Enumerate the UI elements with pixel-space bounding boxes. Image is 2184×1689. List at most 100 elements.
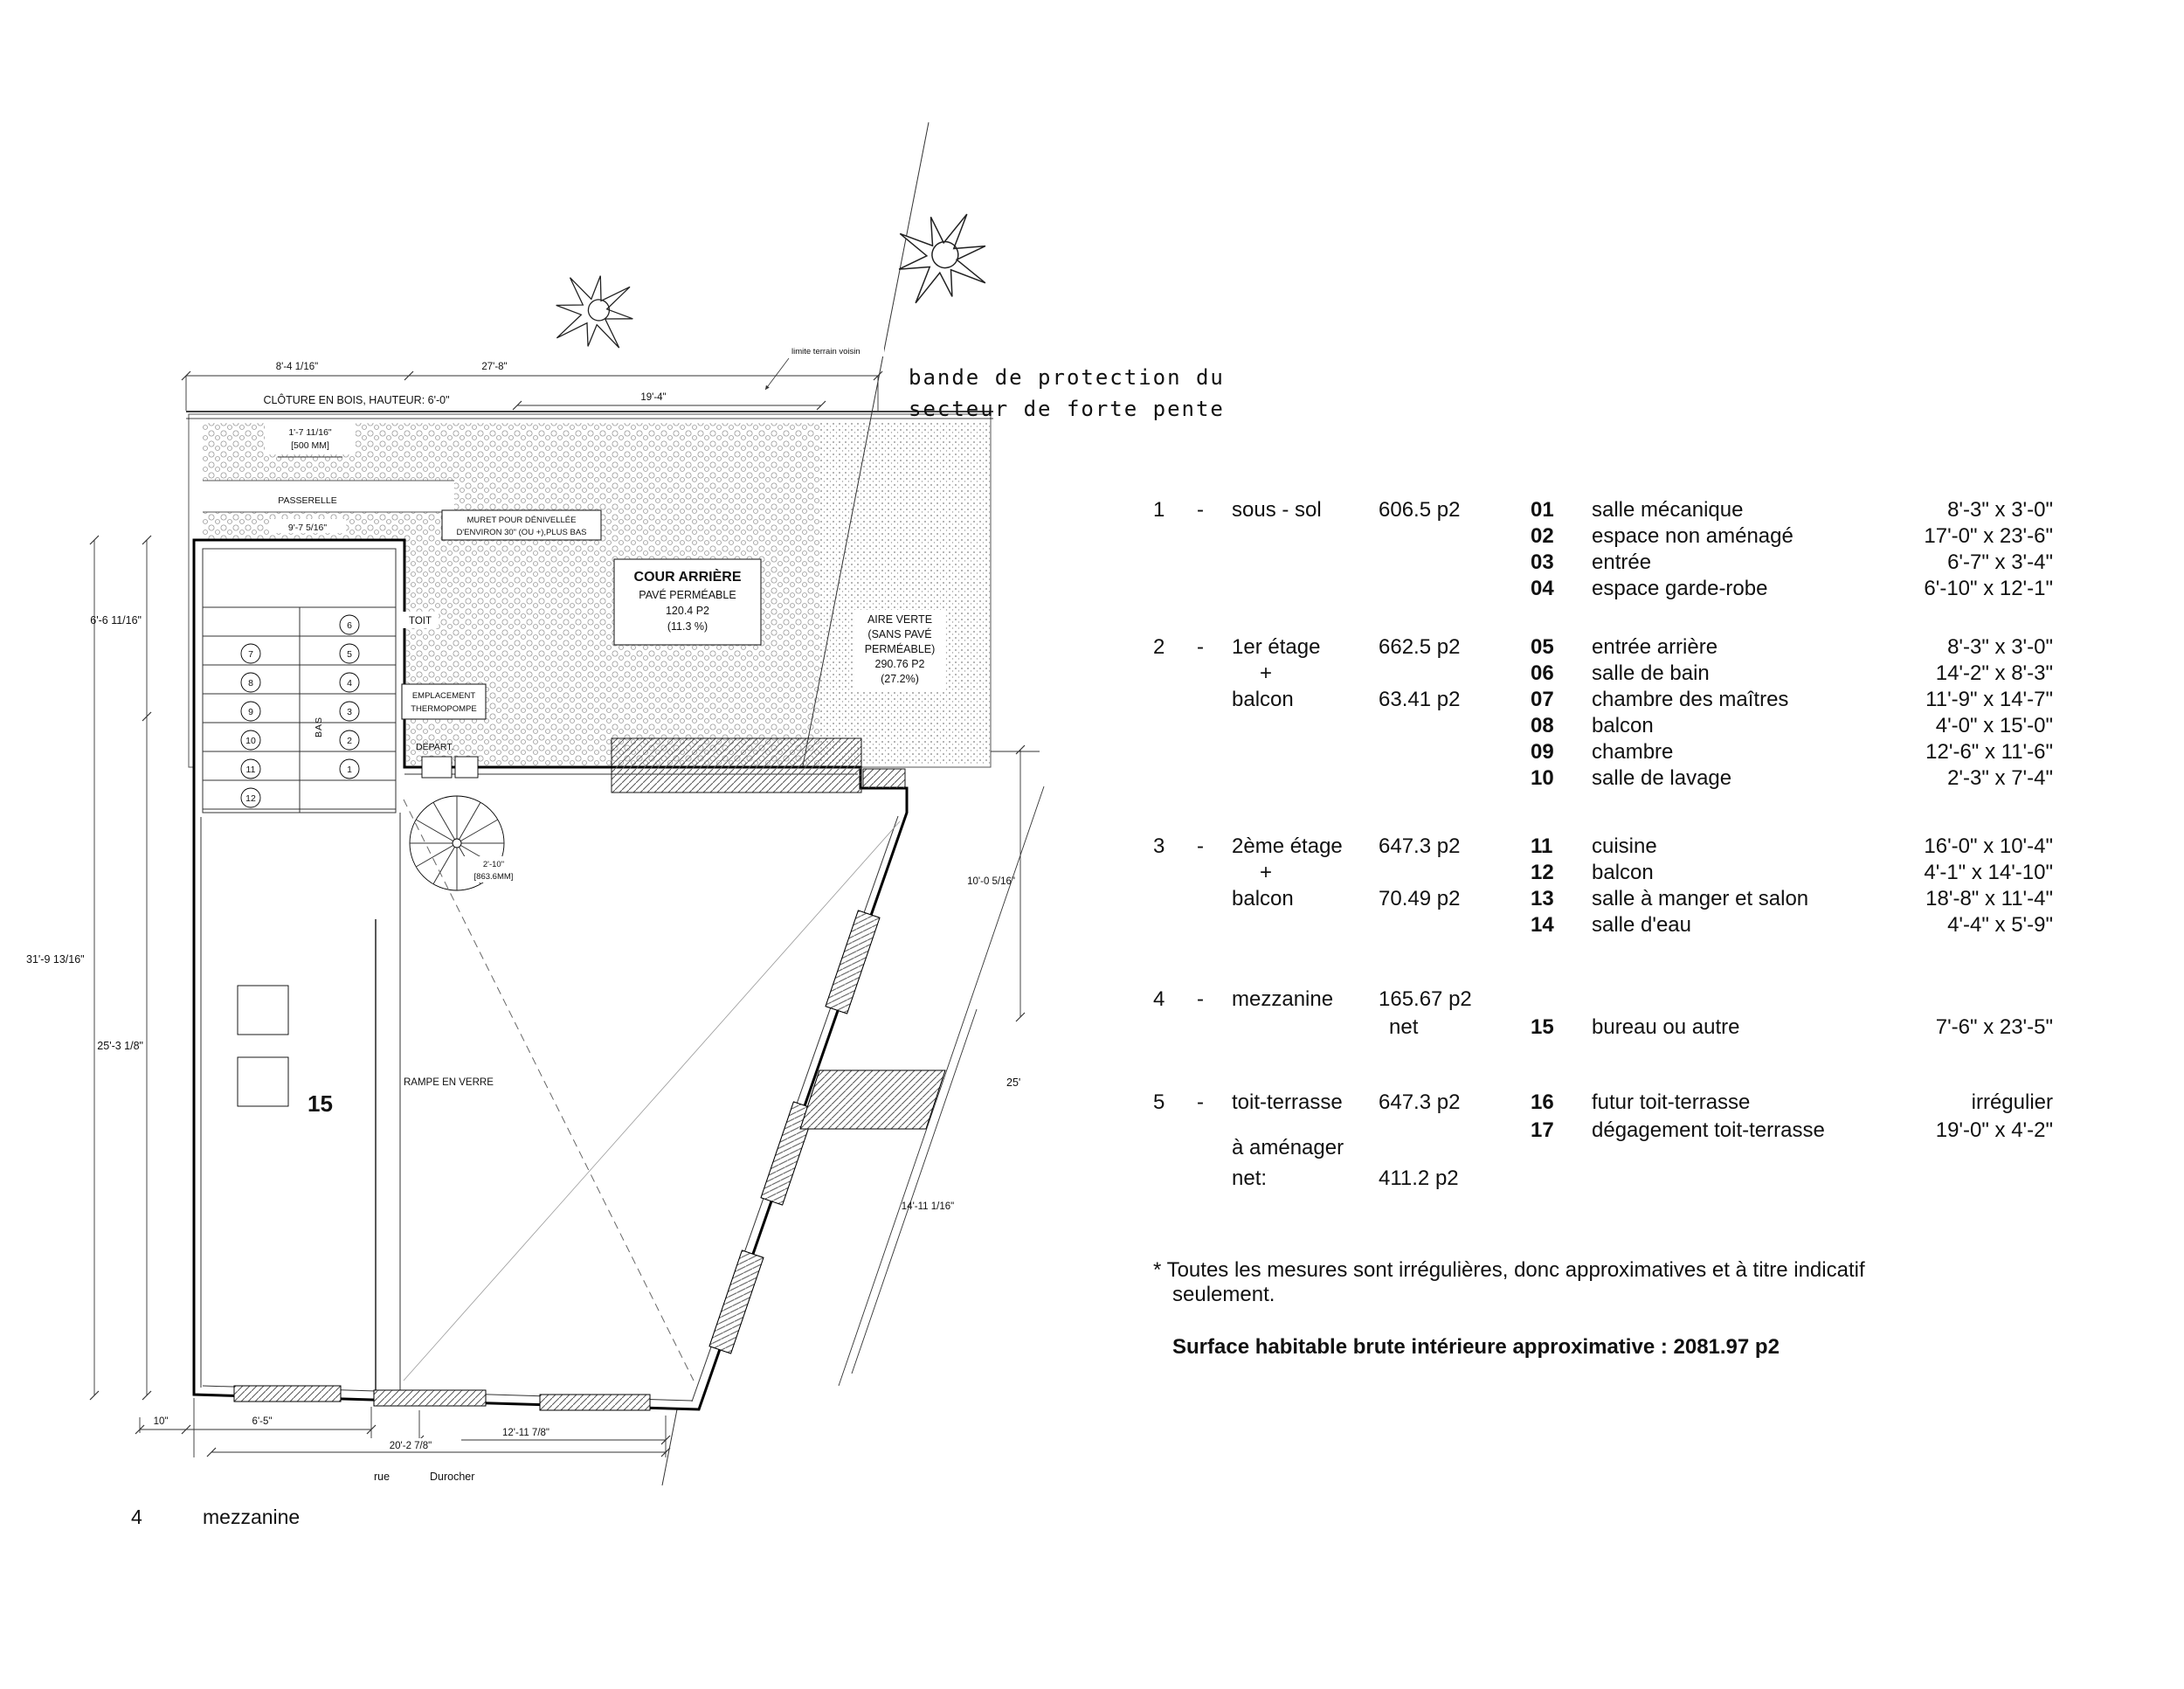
room-number: 05 (1531, 635, 1554, 659)
legend-row: 04 espace garde-robe 6'-10" x 12'-1" (1153, 577, 2079, 603)
stair-num: 12 (245, 793, 256, 804)
heatpump-line1: EMPLACEMENT (412, 691, 476, 701)
room-name: salle de bain (1592, 661, 1710, 685)
backyard-label-box: COUR ARRIÈRE PAVÉ PERMÉABLE 120.4 P2 (11… (613, 558, 762, 646)
floor-number: 1 (1153, 498, 1165, 522)
legend-row: 08 balcon 4'-0" x 15'-0" (1153, 714, 2079, 740)
dim-right-mid: 25' (1006, 1076, 1020, 1089)
dim-500mm-line2: [500 MM] (291, 440, 329, 451)
floor-sub-area: 63.41 p2 (1379, 688, 1461, 711)
room-name: chambre des maîtres (1592, 688, 1789, 711)
dim-500mm-line1: 1'-7 11/16" (288, 427, 332, 438)
room-dim: 18'-8" x 11'-4" (1925, 887, 2053, 910)
room-number: 08 (1531, 714, 1554, 737)
legend-row: balcon 70.49 p2 13 salle à manger et sal… (1153, 887, 2079, 913)
dim-right-lower: 14'-11 1/16" (902, 1201, 954, 1212)
room-number: 03 (1531, 550, 1554, 574)
floor-sub-name: à aménager (1232, 1136, 1344, 1159)
floor-area: 165.67 p2 (1379, 987, 1472, 1011)
room-name: salle d'eau (1592, 913, 1691, 937)
legend-row: 4 - mezzanine 165.67 p2 (1153, 987, 2079, 1014)
dim-right: 10'-0 5/16" 25' 14'-11 1/16" (838, 744, 1045, 1387)
wall-pilaster-2 (454, 756, 479, 779)
legend-row: 10 salle de lavage 2'-3" x 7'-4" (1153, 766, 2079, 793)
legend-row: + 06 salle de bain 14'-2" x 8'-3" (1153, 661, 2079, 688)
stair-num: 9 (248, 707, 253, 717)
stair-num: 4 (347, 678, 352, 689)
floor-name: 2ème étage (1232, 834, 1343, 858)
floor-sub-name: balcon (1232, 688, 1294, 711)
dim-bottom: 10" 6'-5" 12'-11 7/8" 20'-2 7/8" (135, 1398, 671, 1457)
room-name: espace garde-robe (1592, 577, 1768, 600)
dashed-projection-line (403, 799, 695, 1381)
spiral-dim-line1: 2'-10" (483, 860, 504, 869)
green-area-l4: 290.76 P2 (875, 658, 925, 670)
legend-row: 09 chambre 12'-6" x 11'-6" (1153, 740, 2079, 766)
spiral-staircase: 2'-10" [863.6MM] (409, 795, 524, 891)
floor-plan-drawing: PASSERELLE 9'-7 5/16" 1'-7 11/16" [500 M… (26, 121, 1045, 1528)
tree-symbol-1 (556, 275, 633, 349)
caption-number: 4 (131, 1506, 142, 1528)
stair-num: 1 (347, 765, 352, 775)
separator: - (1197, 498, 1204, 522)
room-dim: 6'-10" x 12'-1" (1924, 577, 2053, 600)
room-dim: 7'-6" x 23'-5" (1935, 1015, 2053, 1039)
toit-label-text: TOIT (409, 616, 432, 626)
room-name: salle mécanique (1592, 498, 1744, 522)
wall-step-hatch (862, 768, 906, 789)
legend-row: 14 salle d'eau 4'-4" x 5'-9" (1153, 913, 2079, 939)
limite-label-text: limite terrain voisin (791, 347, 860, 356)
stair-num: 7 (248, 649, 253, 660)
room-name: espace non aménagé (1592, 524, 1794, 548)
legend-row: + 12 balcon 4'-1" x 14'-10" (1153, 861, 2079, 887)
spiral-dim-line2: [863.6MM] (474, 872, 514, 882)
stair-num: 6 (347, 620, 352, 631)
room-name: balcon (1592, 714, 1654, 737)
fence-label: CLÔTURE EN BOIS, HAUTEUR: 6'-0" (246, 391, 467, 407)
room-number: 06 (1531, 661, 1554, 685)
room-number: 04 (1531, 577, 1554, 600)
dim-bottom-1: 10" (154, 1416, 169, 1427)
room-name: dégagement toit-terrasse (1592, 1118, 1825, 1142)
stair-num: 3 (347, 707, 352, 717)
floor-number: 4 (1153, 987, 1165, 1011)
legend-row: 3 - 2ème étage 647.3 p2 11 cuisine 16'-0… (1153, 834, 2079, 861)
slope-protection-note: bande de protection du secteur de forte … (909, 362, 1225, 425)
dim-top-mid: 27'-8" (481, 362, 507, 372)
floor-sub-area: 70.49 p2 (1379, 887, 1461, 910)
green-area-texture (819, 423, 991, 765)
legend-row: balcon 63.41 p2 07 chambre des maîtres 1… (1153, 688, 2079, 714)
plus-sign: + (1260, 861, 1273, 884)
floor-name: toit-terrasse (1232, 1090, 1343, 1114)
total-area-summary: Surface habitable brute intérieure appro… (1172, 1335, 1780, 1359)
room-number: 09 (1531, 740, 1554, 764)
room-dim: 4'-4" x 5'-9" (1947, 913, 2053, 937)
green-area-l1: AIRE VERTE (867, 613, 932, 626)
legend-row: à aménager (1153, 1136, 2079, 1162)
room-dim: 6'-7" x 3'-4" (1947, 550, 2053, 574)
room-number: 13 (1531, 887, 1554, 910)
room-dim: 2'-3" x 7'-4" (1947, 766, 2053, 790)
tree-symbol-2 (898, 213, 986, 304)
room-number: 17 (1531, 1118, 1554, 1142)
muret-line1: MURET POUR DÉNIVELLÉE (467, 516, 577, 525)
ramp-label: RAMPE EN VERRE (404, 1077, 494, 1088)
limite-label: limite terrain voisin (764, 344, 884, 391)
legend-row: 03 entrée 6'-7" x 3'-4" (1153, 550, 2079, 577)
dim-right-upper: 10'-0 5/16" (967, 876, 1015, 887)
room-name: cuisine (1592, 834, 1657, 858)
dim-bottom-2: 6'-5" (252, 1416, 273, 1427)
room-name: bureau ou autre (1592, 1015, 1740, 1039)
room-number: 07 (1531, 688, 1554, 711)
room-name: salle à manger et salon (1592, 887, 1809, 910)
floor-name: mezzanine (1232, 987, 1334, 1011)
floor-number: 2 (1153, 635, 1165, 659)
room-number: 11 (1531, 834, 1553, 858)
room-name: salle de lavage (1592, 766, 1732, 790)
room-dim: 11'-9" x 14'-7" (1925, 688, 2053, 711)
dim-top-right: 19'-4" (640, 392, 666, 403)
passerelle: PASSERELLE 9'-7 5/16" (203, 480, 454, 533)
room-number: 12 (1531, 861, 1554, 884)
stair-block: BAS (202, 548, 397, 813)
stair-num: 5 (347, 649, 352, 660)
